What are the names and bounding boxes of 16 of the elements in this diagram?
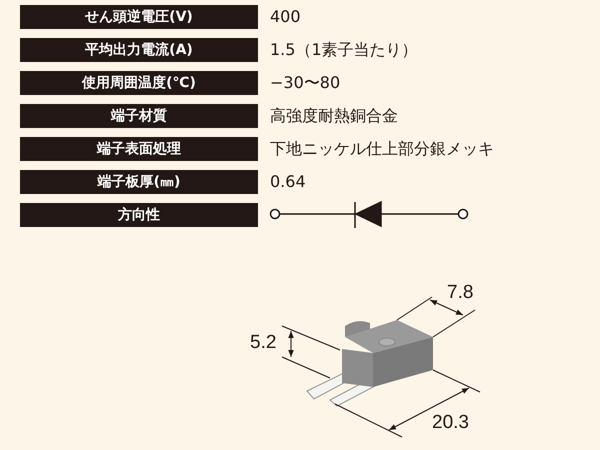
value-text: 下地ニッケル仕上部分銀メッキ [270, 139, 494, 159]
value-text: 高強度耐熱銅合金 [270, 106, 398, 126]
header-cell: 端子材質 [20, 104, 258, 128]
header-cell: 平均出力電流(A) [20, 38, 258, 62]
dimension-label: 20.3 [432, 413, 469, 433]
value-text: 400 [270, 7, 301, 27]
header-cell: 端子表面処理 [20, 137, 258, 161]
dimension-label: 5.2 [250, 333, 276, 353]
value-text: 1.5（1素子当たり） [270, 40, 418, 60]
header-cell: 使用周囲温度(℃) [20, 71, 258, 95]
value-text: 0.64 [270, 172, 306, 192]
value-text: −30〜80 [270, 73, 340, 93]
header-cell: 端子板厚(㎜) [20, 170, 258, 194]
header-cell: 方向性 [20, 203, 258, 227]
dimension-label: 7.8 [447, 283, 474, 303]
header-cell: せん頭逆電圧(V) [20, 5, 258, 29]
